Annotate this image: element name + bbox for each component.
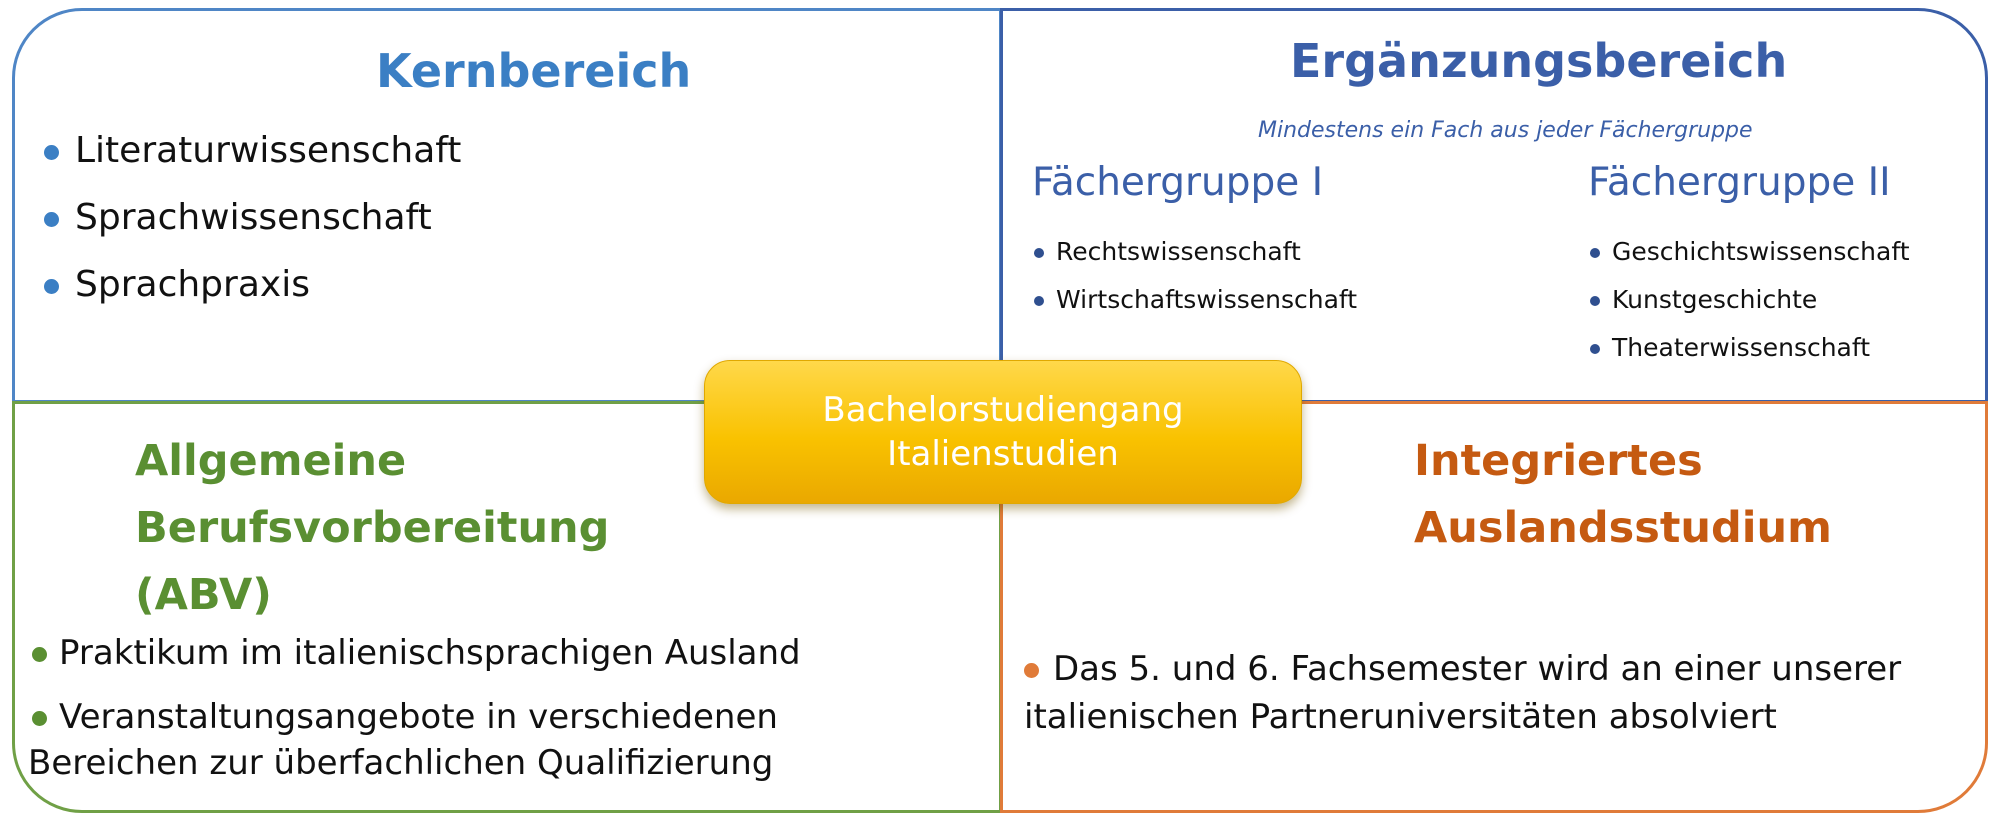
supplementary-title: Ergänzungsbereich xyxy=(1290,34,1788,88)
list-item: Literaturwissenschaft xyxy=(44,124,461,191)
abv-list: Praktikum im italienischsprachigen Ausla… xyxy=(28,630,801,786)
list-item: Sprachpraxis xyxy=(44,258,461,325)
program-title-line-2: Italienstudien xyxy=(887,434,1119,474)
group-1-list: Rechtswissenschaft Wirtschaftswissenscha… xyxy=(1034,230,1357,326)
group-2-item-label: Kunstgeschichte xyxy=(1612,285,1818,314)
bullet-icon xyxy=(32,647,47,662)
abroad-title-line: Auslandsstudium xyxy=(1414,503,1832,553)
group-1-item-label: Wirtschaftswissenschaft xyxy=(1056,285,1358,314)
list-item: Praktikum im italienischsprachigen Ausla… xyxy=(32,630,801,676)
supplementary-note: Mindestens ein Fach aus jeder Fächergrup… xyxy=(1258,118,1753,143)
list-item: Theaterwissenschaft xyxy=(1590,326,1910,374)
center-program-box: Bachelorstudiengang Italienstudien xyxy=(704,360,1302,504)
group-1-title: Fächergruppe I xyxy=(1032,160,1324,205)
core-item-label: Literaturwissenschaft xyxy=(75,130,462,171)
list-item: Wirtschaftswissenschaft xyxy=(1034,278,1357,326)
abroad-description: Das 5. und 6. Fachsemester wird an einer… xyxy=(1024,645,1901,741)
bullet-icon xyxy=(1034,248,1044,258)
abroad-text-line: Das 5. und 6. Fachsemester wird an einer… xyxy=(1024,645,1901,693)
abv-item-label: Praktikum im italienischsprachigen Ausla… xyxy=(59,633,801,673)
abroad-text-line-1: Das 5. und 6. Fachsemester wird an einer… xyxy=(1053,649,1902,689)
bullet-icon xyxy=(1034,296,1044,306)
abv-item-label-continued: Bereichen zur überfachlichen Qualifizier… xyxy=(28,743,774,783)
list-item: Geschichtswissenschaft xyxy=(1590,230,1910,278)
core-item-label: Sprachwissenschaft xyxy=(75,197,432,238)
abv-title-line: (ABV) xyxy=(135,570,272,620)
abroad-quadrant xyxy=(1000,401,1988,813)
abroad-title-line: Integriertes xyxy=(1414,436,1703,486)
abv-title-line: Berufsvorbereitung xyxy=(135,503,610,553)
abroad-text-line-2: italienischen Partneruniversitäten absol… xyxy=(1024,697,1777,737)
abv-item-label: Veranstaltungsangebote in verschiedenen xyxy=(59,697,778,737)
list-item: Kunstgeschichte xyxy=(1590,278,1910,326)
core-item-label: Sprachpraxis xyxy=(75,264,310,305)
group-1-item-label: Rechtswissenschaft xyxy=(1056,237,1301,266)
group-2-title: Fächergruppe II xyxy=(1588,160,1891,205)
abv-title-line: Allgemeine xyxy=(135,436,407,486)
list-item: Sprachwissenschaft xyxy=(44,191,461,258)
group-2-list: Geschichtswissenschaft Kunstgeschichte T… xyxy=(1590,230,1910,374)
bullet-icon xyxy=(1590,344,1600,354)
bullet-icon xyxy=(1024,663,1039,678)
bullet-icon xyxy=(44,211,59,227)
group-2-item-label: Theaterwissenschaft xyxy=(1612,333,1871,362)
bullet-icon xyxy=(44,278,59,294)
group-2-item-label: Geschichtswissenschaft xyxy=(1612,237,1910,266)
bullet-icon xyxy=(32,711,47,726)
abroad-title: Integriertes Auslandsstudium xyxy=(1414,428,1832,562)
abv-title: Allgemeine Berufsvorbereitung (ABV) xyxy=(135,428,609,629)
core-title: Kernbereich xyxy=(376,44,692,98)
program-title-line-1: Bachelorstudiengang xyxy=(822,390,1184,430)
bullet-icon xyxy=(44,144,59,160)
core-list: Literaturwissenschaft Sprachwissenschaft… xyxy=(44,124,461,325)
list-item: Rechtswissenschaft xyxy=(1034,230,1357,278)
bullet-icon xyxy=(1590,296,1600,306)
bullet-icon xyxy=(1590,248,1600,258)
